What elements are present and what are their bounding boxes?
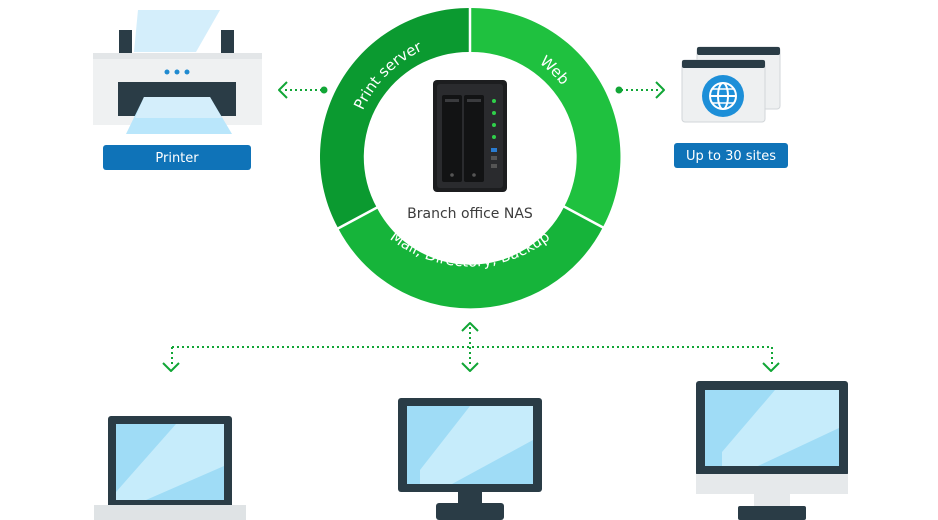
laptop-icon xyxy=(94,416,246,520)
globe-icon xyxy=(702,75,744,117)
ring-segment-mail-directory-backup xyxy=(338,207,603,309)
all-in-one-computer-icon xyxy=(696,381,848,520)
ring-segment-web xyxy=(470,7,621,228)
printer-connector xyxy=(278,81,328,99)
client-connector xyxy=(162,322,780,372)
web-sites-label: Up to 30 sites xyxy=(686,149,776,164)
nas-icon xyxy=(433,80,507,192)
web-icon xyxy=(681,46,781,123)
printer-icon xyxy=(93,10,262,134)
center-label: Branch office NAS xyxy=(407,206,533,222)
desktop-monitor-icon xyxy=(398,398,542,520)
web-sites-label-pill: Up to 30 sites xyxy=(674,143,788,168)
printer-label-pill: Printer xyxy=(103,145,251,170)
printer-label: Printer xyxy=(155,151,199,166)
ring-segment-print-server xyxy=(319,7,470,228)
web-connector xyxy=(615,81,665,99)
